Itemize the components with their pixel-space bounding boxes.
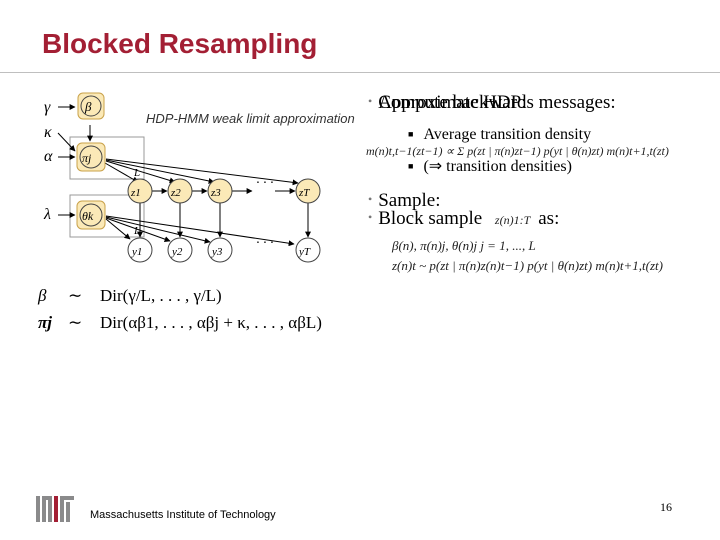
bullet-dot: •	[368, 192, 373, 206]
z-node-T: zT	[295, 178, 321, 204]
y-node-1: y1	[127, 237, 153, 263]
bullet-dot: •	[368, 210, 373, 224]
y-ellipsis: · · ·	[256, 236, 274, 251]
bullet-sample: •Sample:	[368, 190, 441, 211]
prior-beta: β∼Dir(γ/L, . . . , γ/L)	[38, 286, 222, 305]
footer-institution: Massachusetts Institute of Technology	[90, 509, 276, 521]
svg-text:yT: yT	[298, 246, 311, 258]
z-node-1: z1	[127, 178, 153, 204]
bullet-compute-messages: •Compute backwards messages:	[368, 92, 616, 113]
gamma-label: γ	[44, 99, 51, 116]
theta-plate-label: L	[133, 225, 140, 237]
svg-text:z3: z3	[210, 187, 221, 199]
alpha-label: α	[44, 148, 53, 165]
z-ellipsis: · · ·	[256, 176, 274, 191]
graph-caption: HDP-HMM weak limit approximation	[146, 111, 355, 126]
svg-text:z2: z2	[170, 187, 181, 199]
beta-node: β	[77, 92, 105, 120]
sub-bullet-average-density: ■Average transition density	[408, 126, 592, 143]
svg-text:β: β	[84, 99, 92, 114]
z-node-2: z2	[167, 178, 193, 204]
svg-text:y1: y1	[131, 246, 142, 258]
svg-text:y3: y3	[211, 246, 223, 258]
graphical-model: γ κ α λ L L β πj θk	[43, 92, 321, 263]
slide-title: Blocked Resampling	[42, 28, 318, 59]
mit-logo	[36, 496, 74, 522]
pi-plate-label: L	[133, 167, 140, 179]
lambda-label: λ	[43, 206, 51, 223]
messages-equation: m(n)t,t−1(zt−1) ∝ Σ p(zt | π(n)zt−1) p(y…	[366, 144, 669, 158]
y-node-2: y2	[167, 237, 193, 263]
y-node-3: y3	[207, 237, 233, 263]
svg-text:y2: y2	[171, 246, 183, 258]
title-divider	[0, 72, 720, 73]
svg-text:zT: zT	[298, 187, 310, 199]
kappa-label: κ	[44, 124, 52, 141]
sample-equation: z(n)t ~ p(zt | π(n)z(n)t−1) p(yt | θ(n)z…	[392, 258, 663, 273]
sub-bullet-marker: ■	[408, 129, 414, 139]
svg-text:θk: θk	[82, 209, 94, 223]
y-node-T: yT	[295, 237, 321, 263]
sub-bullet-marker: ■	[408, 161, 414, 171]
theta-node: θk	[76, 200, 106, 230]
z-node-3: z3	[207, 178, 233, 204]
block-variable: z(n)1:T	[494, 213, 531, 227]
svg-text:z1: z1	[130, 187, 141, 199]
bullet-approximate-hdp: •Approximate HDP:	[378, 92, 527, 113]
svg-text:πj: πj	[82, 151, 92, 165]
sub-bullet-transition-densities: ■(⇒ transition densities)	[408, 158, 572, 175]
prior-pi: πj∼Dir(αβ1, . . . , αβj + κ, . . . , αβL…	[38, 313, 322, 332]
pi-node: πj	[76, 142, 106, 172]
parameter-line: β(n), π(n)j, θ(n)j j = 1, ..., L	[392, 238, 536, 253]
bullet-dot: •	[368, 94, 373, 108]
page-number: 16	[660, 500, 672, 514]
